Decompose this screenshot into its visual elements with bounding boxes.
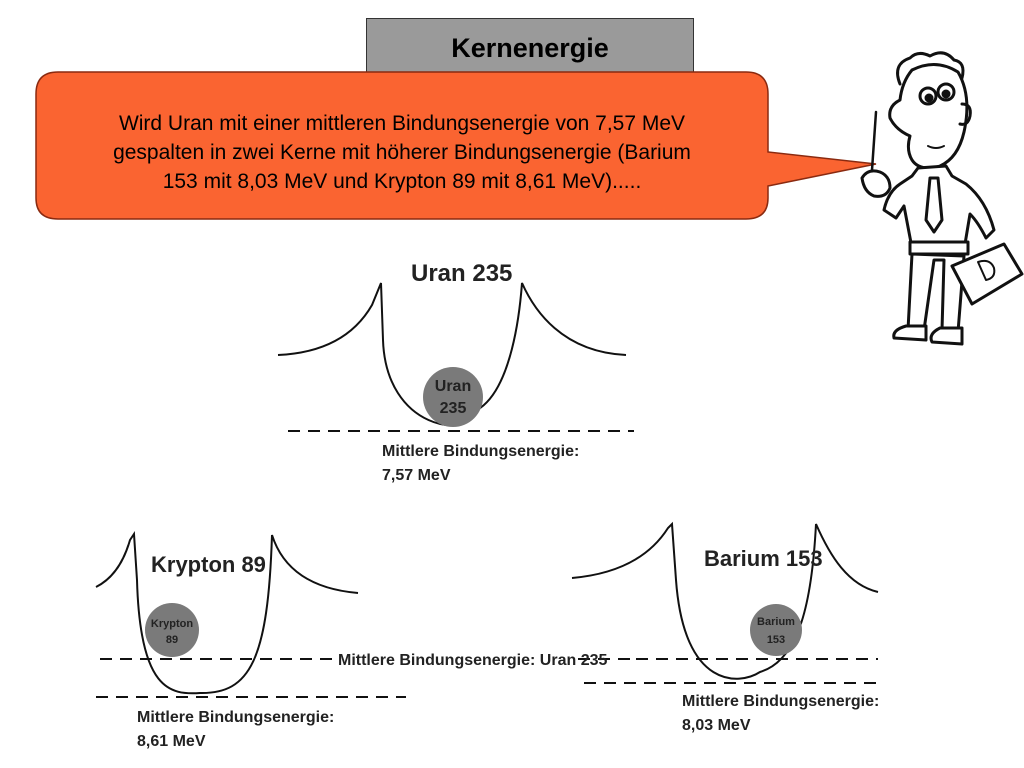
barium-energy-value: 8,03 MeV bbox=[682, 717, 751, 734]
barium-energy-label: Mittlere Bindungsenergie: bbox=[682, 693, 879, 710]
barium-title: Barium 153 bbox=[704, 546, 823, 571]
barium-well: Barium 153 Barium 153 Mittlere Bindungse… bbox=[571, 521, 879, 734]
speech-line-1: Wird Uran mit einer mittleren Bindungsen… bbox=[118, 112, 686, 135]
krypton-nucleus bbox=[145, 603, 199, 657]
krypton-well: Krypton 89 Krypton 89 Mittlere Bindungse… bbox=[95, 530, 636, 750]
krypton-reference-label: Mittlere Bindungsenergie: Uran 235 bbox=[338, 652, 607, 669]
uran-energy-value: 7,57 MeV bbox=[382, 467, 451, 484]
barium-nucleus-line2: 153 bbox=[767, 634, 785, 646]
uran-nucleus-line2: 235 bbox=[440, 400, 467, 417]
krypton-energy-value: 8,61 MeV bbox=[137, 733, 206, 750]
barium-nucleus-line1: Barium bbox=[757, 616, 795, 628]
speech-bubble bbox=[35, 71, 877, 220]
teacher-cartoon-icon bbox=[860, 51, 1024, 346]
krypton-energy-label: Mittlere Bindungsenergie: bbox=[137, 709, 334, 726]
krypton-nucleus-line2: 89 bbox=[166, 634, 178, 646]
speech-line-3: 153 mit 8,03 MeV und Krypton 89 mit 8,61… bbox=[162, 170, 642, 193]
uran-nucleus-line1: Uran bbox=[435, 378, 471, 395]
krypton-potential-curve bbox=[95, 530, 359, 695]
uran-nucleus bbox=[423, 367, 483, 427]
krypton-title: Krypton 89 bbox=[151, 552, 266, 577]
speech-line-2: gespalten in zwei Kerne mit höherer Bind… bbox=[113, 141, 691, 164]
uran-energy-label: Mittlere Bindungsenergie: bbox=[382, 443, 579, 460]
barium-potential-curve bbox=[571, 521, 879, 680]
uran-well: Uran 235 Uran 235 Mittlere Bindungsenerg… bbox=[277, 260, 634, 484]
slide-title: Kernenergie bbox=[451, 33, 609, 63]
speech-bubble-text: Wird Uran mit einer mittleren Bindungsen… bbox=[44, 109, 760, 196]
krypton-nucleus-line1: Krypton bbox=[151, 618, 193, 630]
uran-title: Uran 235 bbox=[411, 260, 512, 287]
barium-nucleus bbox=[750, 604, 802, 656]
